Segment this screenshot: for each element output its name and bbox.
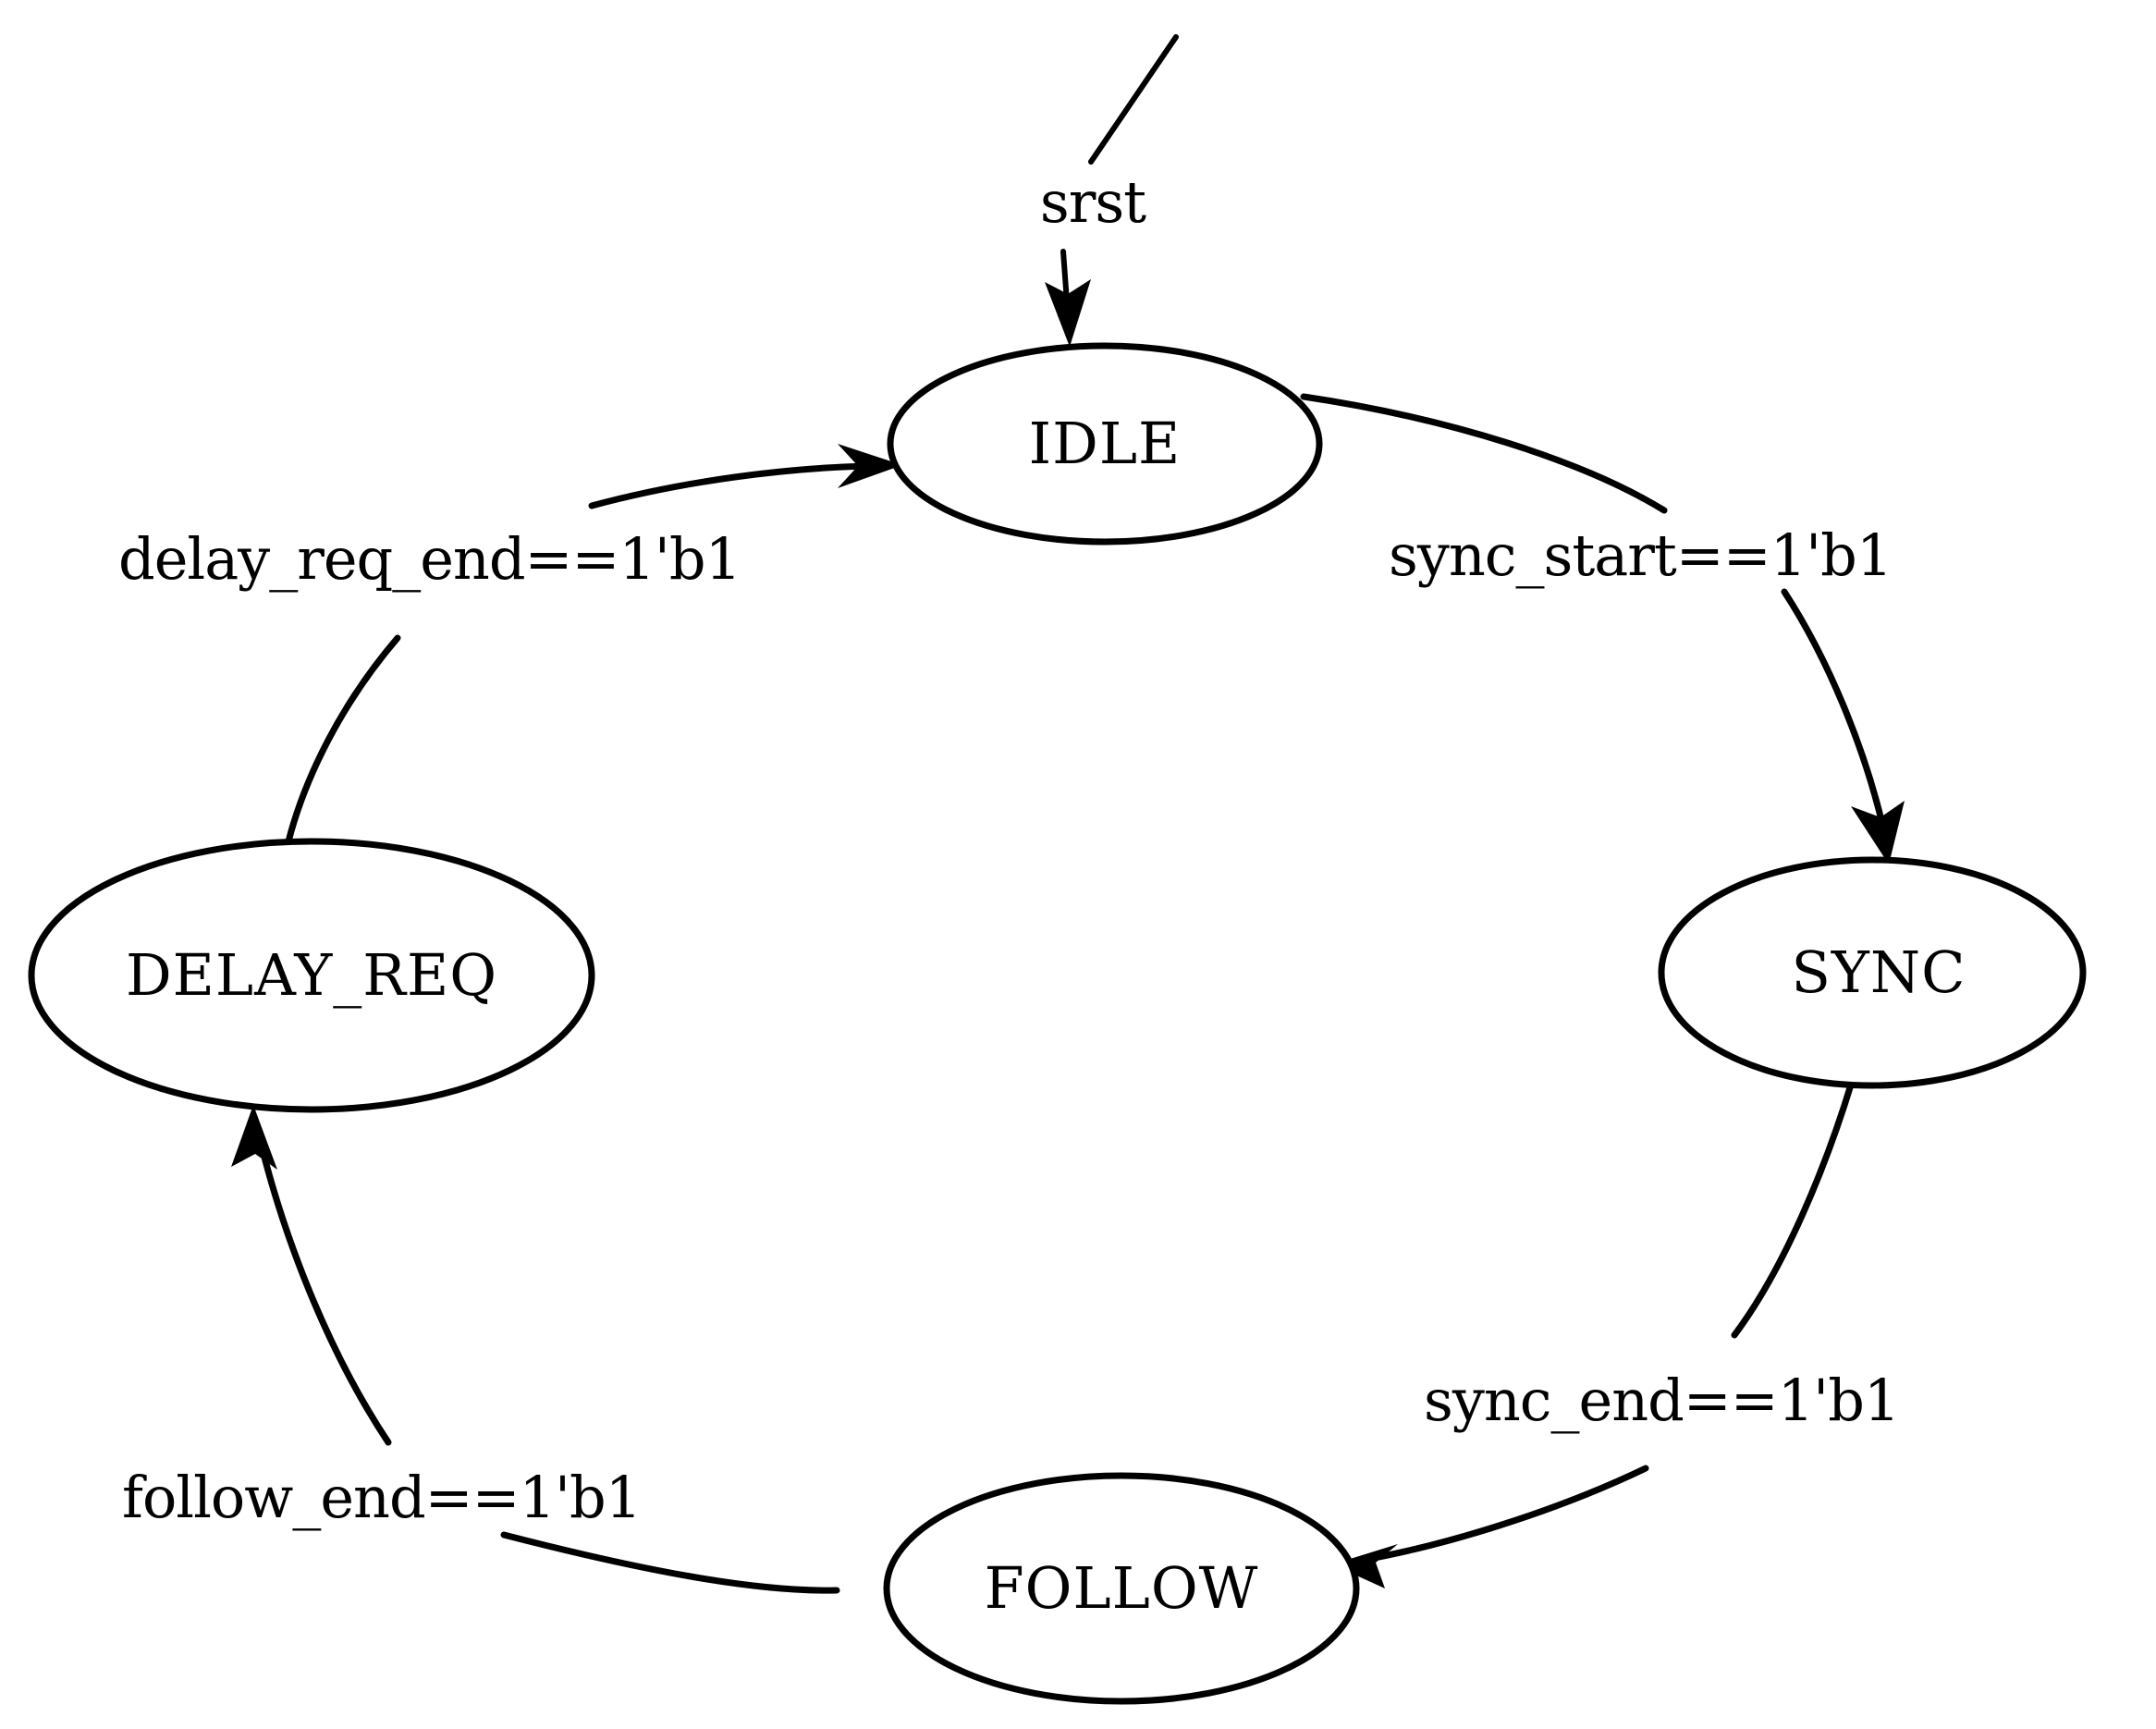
edge-delay-req-to-idle [285, 444, 902, 845]
edge-label-srst: srst [1040, 168, 1146, 236]
delay-req-to-idle-curve-lower [285, 634, 401, 845]
sync-to-follow-arrow-head [1332, 1544, 1398, 1588]
state-ellipse-delay-req[interactable] [28, 838, 595, 1113]
idle-to-sync-curve [1300, 393, 1668, 514]
edge-label-sync-start: sync_start==1'b1 [1389, 521, 1892, 589]
edge-follow-to-delay-req [231, 1105, 840, 1594]
edge-label-follow-end: follow_end==1'b1 [122, 1464, 641, 1531]
delay-req-to-idle-curve-upper [588, 462, 873, 509]
state-ellipse-idle[interactable] [887, 342, 1323, 546]
sync-to-follow-curve-lower [1360, 1465, 1649, 1563]
edge-idle-to-sync [1300, 393, 1905, 864]
state-node-follow[interactable]: FOLLOW [883, 1472, 1360, 1705]
follow-to-delay-req-curve-lower [500, 1531, 840, 1594]
state-ellipse-sync[interactable] [1658, 856, 2087, 1089]
reset-arrow-head [1045, 279, 1091, 347]
state-label-sync: SYNC [1791, 938, 1966, 1006]
follow-to-delay-req-arrow-head [231, 1105, 277, 1170]
edge-sync-to-follow [1332, 1078, 1856, 1588]
idle-to-sync-arrow-head [1851, 801, 1905, 864]
delay-req-to-idle-arrow-head [838, 444, 902, 488]
state-node-idle[interactable]: IDLE [887, 342, 1323, 546]
state-ellipse-follow[interactable] [883, 1472, 1360, 1705]
state-node-delay-req[interactable]: DELAY_REQ [28, 838, 595, 1113]
edge-label-sync-end: sync_end==1'b1 [1424, 1367, 1899, 1434]
state-label-follow: FOLLOW [985, 1554, 1259, 1622]
follow-to-delay-req-curve-upper [256, 1135, 392, 1446]
state-label-delay-req: DELAY_REQ [126, 941, 497, 1009]
state-label-idle: IDLE [1029, 410, 1182, 477]
idle-to-sync-curve-lower [1781, 588, 1888, 836]
edge-reset-to-idle [1045, 34, 1179, 347]
state-node-sync[interactable]: SYNC [1658, 856, 2087, 1089]
reset-entry-stub [1088, 34, 1179, 165]
edge-label-delay-req-end: delay_req_end==1'b1 [118, 525, 741, 593]
sync-to-follow-curve-upper [1731, 1078, 1856, 1339]
